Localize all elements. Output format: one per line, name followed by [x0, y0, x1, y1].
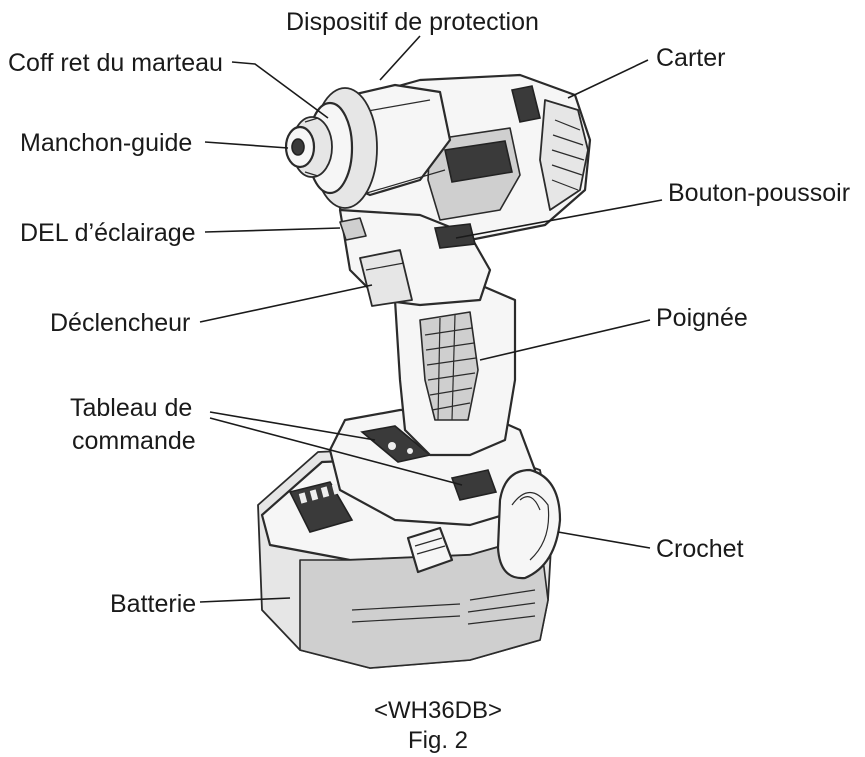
leader-declencheur — [199, 284, 373, 323]
label-bouton: Bouton-poussoir — [668, 179, 850, 207]
label-del: DEL d’éclairage — [20, 219, 196, 247]
leader-tableau-2 — [209, 417, 463, 486]
leader-crochet — [557, 531, 651, 549]
leader-dispositif — [379, 35, 421, 81]
label-tableau-line1: Tableau de — [70, 394, 192, 422]
leader-carter — [567, 59, 649, 99]
leader-bouton — [455, 199, 663, 239]
leader-lines — [199, 35, 663, 603]
label-declencheur: Déclencheur — [50, 309, 190, 337]
leader-del — [204, 227, 341, 233]
label-crochet: Crochet — [656, 535, 744, 563]
leader-tableau-1 — [209, 411, 376, 441]
label-batterie: Batterie — [110, 590, 196, 618]
leader-poignee — [479, 319, 651, 361]
leader-coffret — [231, 61, 329, 119]
label-carter: Carter — [656, 44, 725, 72]
impact-driver-illustration — [257, 73, 592, 669]
label-dispositif: Dispositif de protection — [286, 8, 539, 36]
label-tableau-line2: commande — [72, 427, 196, 455]
leader-manchon — [204, 141, 289, 149]
label-poignee: Poignée — [656, 304, 748, 332]
front-nose — [284, 87, 378, 209]
label-coffret: Coff ret du marteau — [8, 49, 223, 77]
caption-figure: Fig. 2 — [408, 727, 468, 754]
caption-model: <WH36DB> — [374, 697, 502, 724]
trigger-area — [338, 208, 492, 307]
belt-hook — [496, 468, 562, 580]
grip-handle — [393, 283, 517, 457]
label-manchon: Manchon-guide — [20, 129, 192, 157]
figure-caption: <WH36DB> Fig. 2 — [374, 697, 502, 754]
part-labels: Dispositif de protection Coff ret du mar… — [8, 8, 850, 618]
leader-batterie — [199, 597, 291, 603]
